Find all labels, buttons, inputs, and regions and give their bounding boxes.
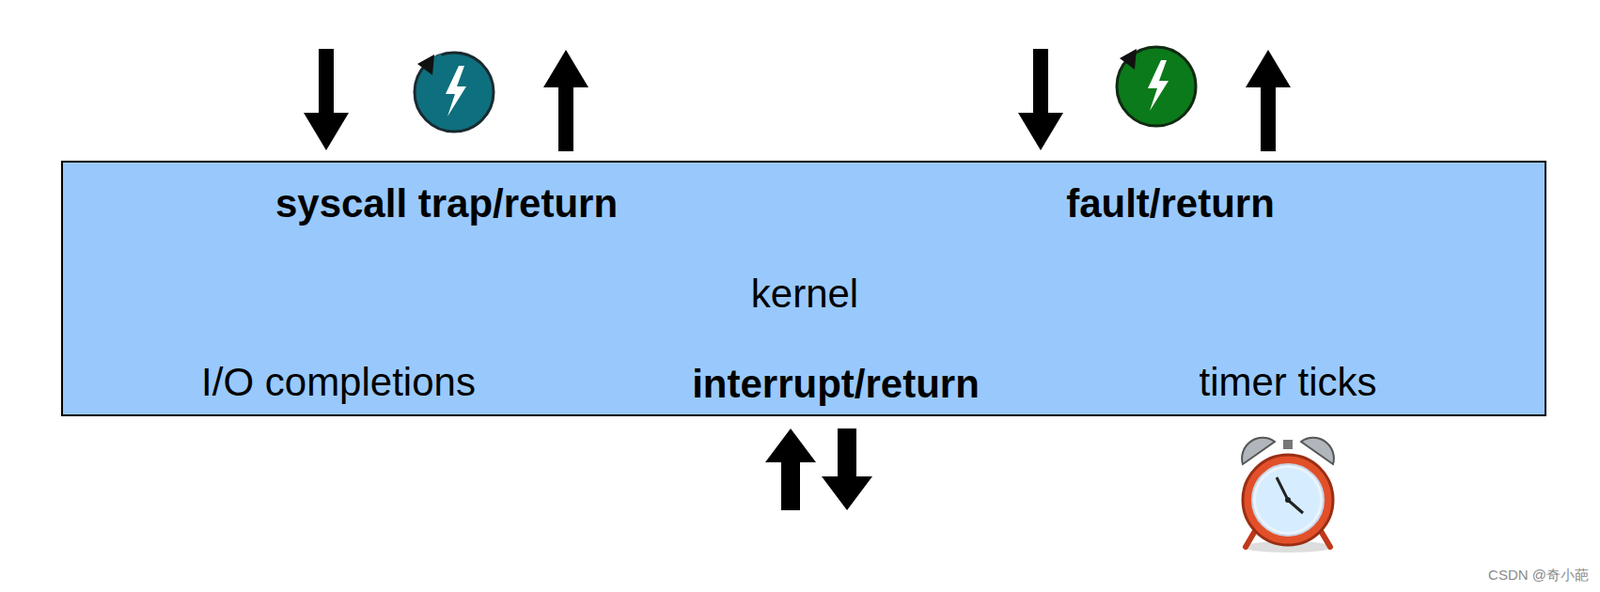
kernel-label: kernel bbox=[751, 271, 859, 317]
fault-label: fault/return bbox=[1066, 181, 1275, 227]
down-arrow bbox=[821, 428, 873, 511]
up-arrow bbox=[543, 49, 589, 152]
trap-icon bbox=[414, 52, 494, 132]
kernel-band: syscall trap/return fault/return kernelI/O… bbox=[61, 160, 1547, 417]
up-arrow bbox=[765, 428, 816, 511]
io-label: I/O completions bbox=[201, 360, 476, 406]
fault-icon bbox=[1116, 47, 1196, 126]
timer-label: timer ticks bbox=[1199, 360, 1378, 406]
watermark: CSDN @奇小葩 bbox=[1488, 566, 1589, 585]
down-arrow bbox=[1018, 48, 1064, 151]
up-arrow bbox=[1245, 49, 1291, 152]
alarm-clock bbox=[1241, 438, 1334, 553]
trap-label: syscall trap/return bbox=[275, 181, 618, 227]
down-arrow bbox=[303, 48, 349, 151]
interrupt-label: interrupt/return bbox=[691, 361, 980, 408]
